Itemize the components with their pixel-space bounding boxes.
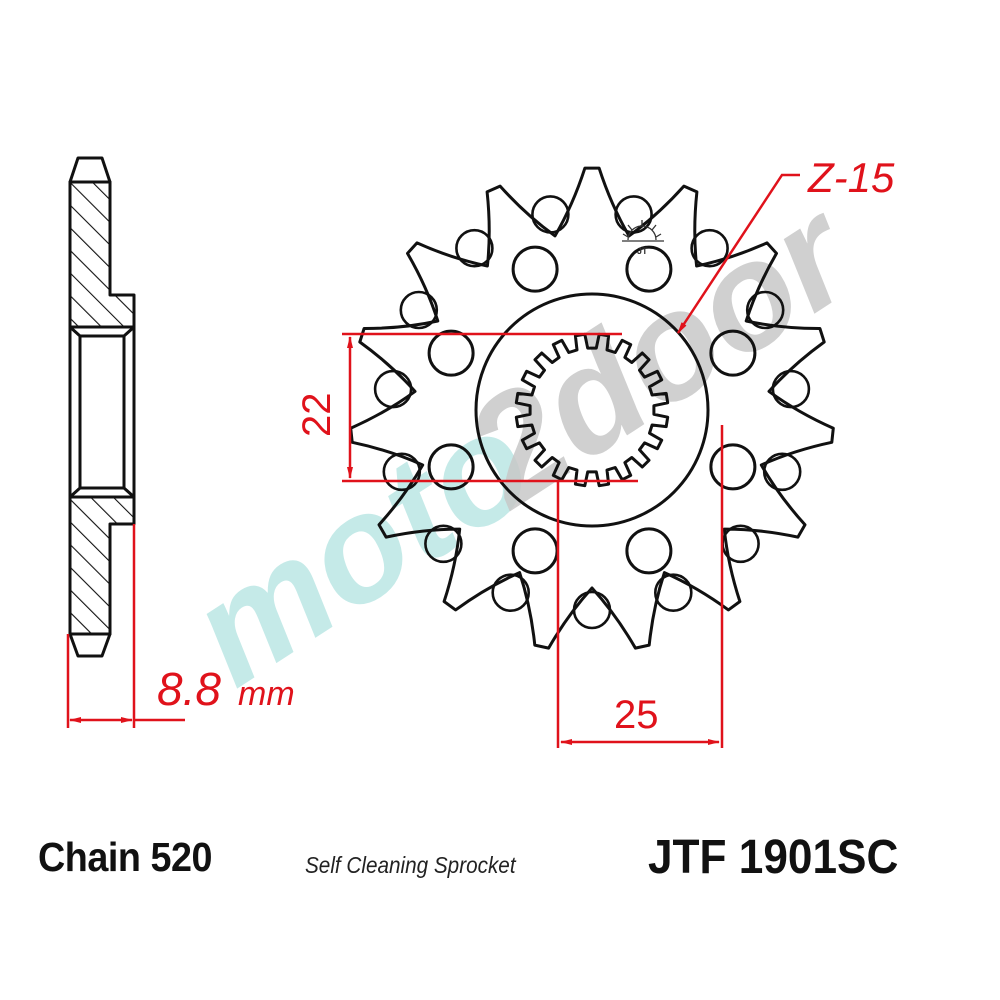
thickness-unit: mm	[238, 675, 295, 713]
lightening-hole	[427, 443, 475, 491]
mud-relief-cutout	[771, 369, 811, 409]
lightening-hole	[709, 443, 757, 491]
mud-relief-cutout	[455, 228, 494, 268]
spline-width-value: 25	[614, 693, 659, 737]
lightening-hole	[511, 245, 559, 293]
mud-relief-cutout	[690, 228, 729, 268]
mud-relief-cutout	[614, 195, 653, 234]
profile-upper-section	[68, 180, 136, 329]
product-description: Self Cleaning Sprocket	[305, 852, 516, 878]
lightening-hole	[625, 527, 673, 575]
mud-relief-cutout	[373, 369, 413, 409]
mud-relief-cutout	[745, 290, 785, 330]
internal-spline	[514, 332, 670, 488]
lightening-hole	[709, 329, 757, 377]
spline-diameter-dimension	[342, 332, 638, 483]
mud-relief-cutout	[572, 590, 612, 630]
spline-diameter-value: 22	[295, 393, 339, 438]
jt-sun-logo-icon: JT	[622, 220, 664, 256]
hub-circle	[474, 292, 710, 528]
spline-width-dimension	[556, 425, 724, 748]
mud-relief-cutout	[424, 524, 463, 564]
mud-relief-cutout	[491, 573, 531, 613]
product-info-footer: Chain 520 Self Cleaning Sprocket JTF 190…	[0, 820, 1000, 900]
lightening-hole	[511, 527, 559, 575]
mud-relief-cutout	[531, 195, 570, 234]
side-profile	[68, 156, 136, 658]
mud-relief-cutout	[399, 290, 439, 330]
teeth-count-label: Z-15	[807, 154, 895, 201]
profile-top-tooth	[68, 156, 112, 184]
svg-text:JT: JT	[637, 246, 648, 256]
mud-relief-cutout	[653, 573, 693, 613]
mud-relief-cutout	[721, 524, 760, 564]
part-number: JTF 1901SC	[648, 831, 899, 884]
lightening-hole	[625, 245, 673, 293]
profile-lower-section	[68, 495, 136, 636]
mud-relief-cutout	[382, 452, 422, 492]
chain-size-label: Chain 520	[38, 834, 213, 880]
sprocket-teeth-outline	[349, 166, 835, 650]
mud-relief-cutout	[762, 452, 802, 492]
profile-bottom-tooth	[68, 632, 112, 658]
profile-bore-inner	[78, 334, 126, 490]
thickness-dimension	[66, 524, 185, 728]
lightening-hole	[427, 329, 475, 377]
thickness-value: 8.8	[157, 663, 221, 715]
teeth-count-leader	[676, 173, 800, 334]
